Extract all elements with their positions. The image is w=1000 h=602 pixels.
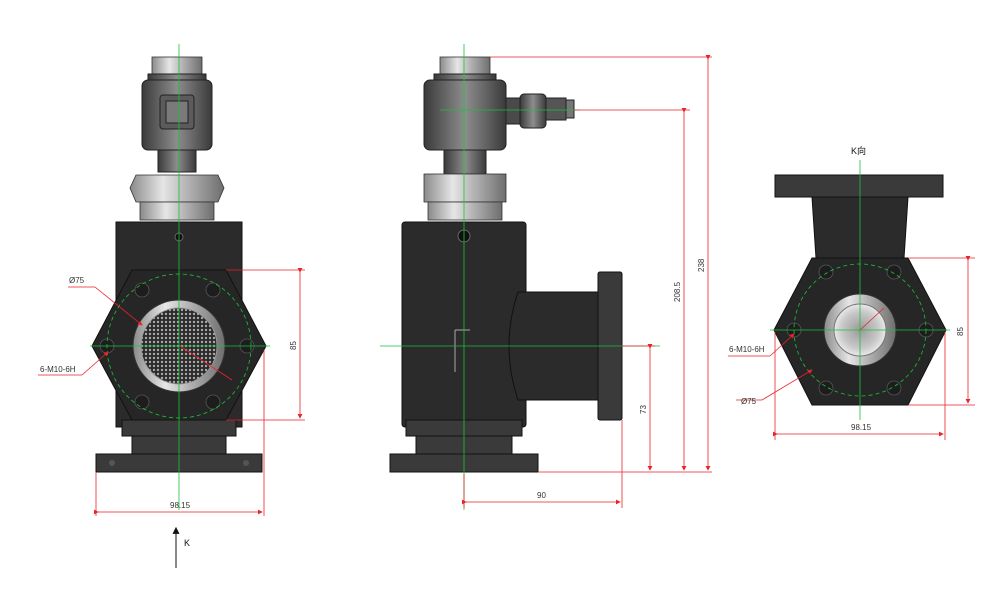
k-view-title: K向 <box>851 145 866 156</box>
front-height-label: 85 <box>289 341 298 350</box>
front-actuator <box>129 56 225 221</box>
k-width-label: 98.15 <box>851 423 872 432</box>
side-flange-height-label: 73 <box>639 405 648 414</box>
front-bolt-circle-label: Ø75 <box>69 276 85 285</box>
side-offset-label: 90 <box>537 491 546 500</box>
front-thread-label: 6-M10-6H <box>40 365 76 374</box>
k-bolt-circle-label: Ø75 <box>741 397 757 406</box>
k-height-label: 85 <box>956 327 965 336</box>
view-arrow-k-label: K <box>184 538 190 548</box>
side-view <box>380 44 712 510</box>
front-view <box>38 44 305 568</box>
k-top-flange <box>774 174 944 198</box>
k-view <box>728 160 975 440</box>
side-port-height-label: 208.5 <box>673 281 682 302</box>
side-actuator <box>423 56 575 221</box>
k-thread-label: 6-M10-6H <box>729 345 765 354</box>
front-width-label: 98.15 <box>170 501 191 510</box>
side-total-height-label: 238 <box>697 258 706 272</box>
